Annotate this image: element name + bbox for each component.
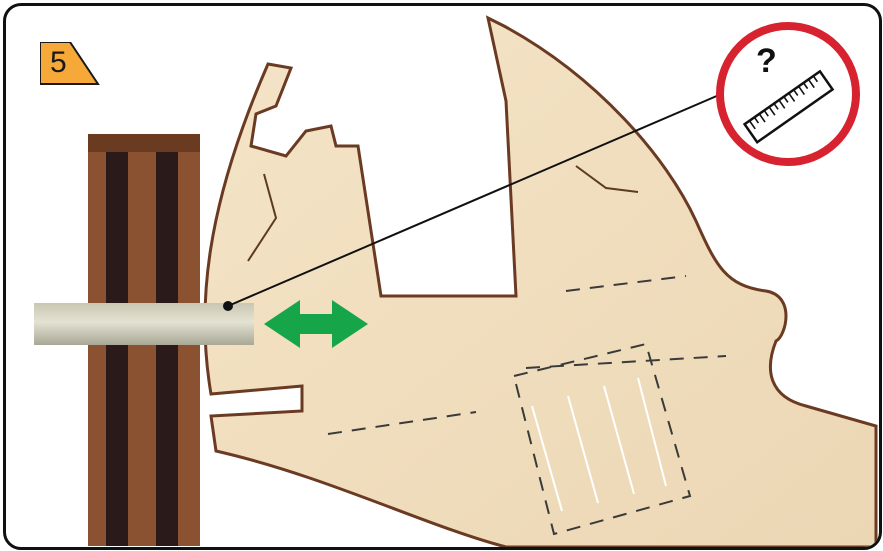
axle-rod (34, 301, 254, 345)
question-mark: ? (756, 42, 777, 81)
instruction-frame: 5 (3, 3, 882, 550)
measure-badge: ? (714, 20, 864, 170)
step-number: 5 (50, 46, 67, 80)
step-badge: 5 (40, 42, 100, 86)
